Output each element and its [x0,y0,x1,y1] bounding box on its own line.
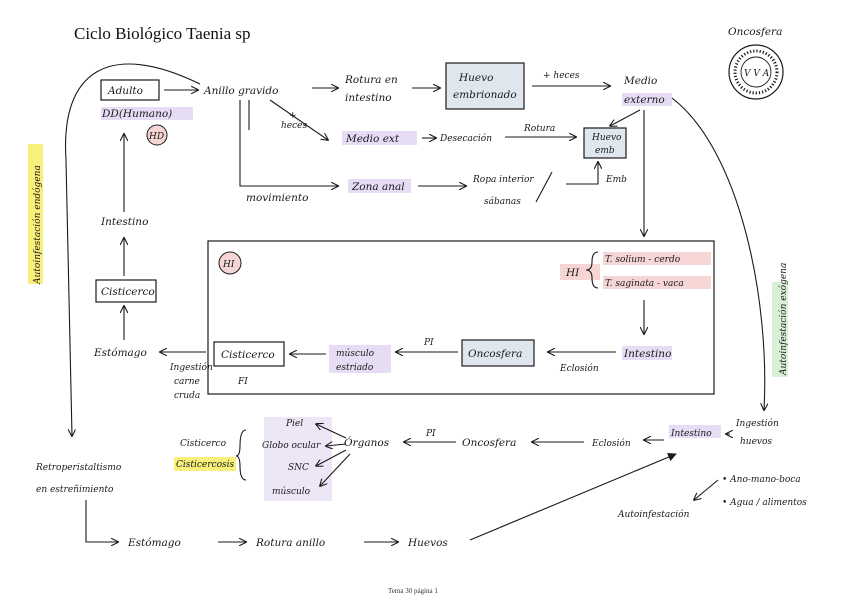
label-musculo-estriado-1: músculo [336,348,375,359]
page-title: Ciclo Biológico Taenia sp [74,24,251,43]
label-t-saginata: T. saginata - vaca [605,279,684,289]
label-adulto: Adulto [107,85,143,97]
label-zona-anal: Zona anal [351,181,405,193]
label-ingestion-carne-1: Ingestión [169,362,213,373]
label-rotura: Rotura [523,124,555,134]
label-hi-brace: HI [565,267,580,279]
highlight-medio-ext [342,131,417,145]
label-cisticerco-box: Cisticerco [101,286,155,298]
highlight-intestino-box [622,346,672,360]
hd-circle [146,124,168,146]
label-musculo: músculo [272,486,311,497]
highlight-cisticercosis [174,457,236,471]
oncosfera-drawing: V V A [728,44,784,100]
label-rotura-intestino-2: intestino [345,92,392,104]
label-piel: Piel [285,419,303,429]
label-medio-ext: Medio ext [345,133,400,145]
label-ingestion-huevos-1: Ingestión [735,418,779,429]
adulto-box [100,79,160,101]
label-snc: SNC [288,463,309,473]
label-hd: HD [148,132,164,142]
page-footer: Tema 30 página 1 [388,587,438,595]
label-retroperistaltismo-1: Retroperistaltismo [35,463,122,473]
label-mas-heces-1: + heces [543,71,580,81]
label-huevos: Huevos [407,537,448,549]
label-rotura-anillo: Rotura anillo [255,537,325,549]
label-eclosion-box: Eclosión [559,363,599,374]
label-ingestion-carne-2: carne [174,377,200,387]
label-fi: FI [237,377,248,387]
label-cisticercosis: Cisticercosis [176,460,235,470]
hi-circle [218,251,242,275]
oncosfera-box [461,339,535,367]
label-mas-heces-2b: heces [281,121,307,131]
label-ingestion-huevos-2: huevos [740,437,772,447]
label-t-solium: T. solium - cerdo [605,255,681,265]
label-retroperistaltismo-2: en estreñimiento [36,485,114,495]
label-eclosion-lower: Eclosión [591,438,631,449]
highlight-intestino-lower [669,425,721,438]
label-medio-externo-2: externo [624,94,665,106]
label-desecacion: Desecación [439,133,492,144]
label-oncosfera-lower: Oncosfera [462,437,516,449]
cisticerco-box [95,279,157,303]
label-oncosfera-top: Oncosfera [728,26,782,38]
label-huevo-emb-1: Huevo [591,133,622,143]
label-intestino-left: Intestino [100,216,148,228]
label-intestino-lower: Intestino [670,429,712,439]
label-rotura-intestino-1: Rotura en [344,74,398,86]
label-hi-circle: HI [222,260,235,270]
label-cisticerco-lower: Cisticerco [180,439,227,449]
label-autoinf-exogena: Autoinfestación exógena [778,263,789,376]
label-oncosfera-box: Oncosfera [468,348,522,360]
highlight-autoinf-endogena [28,144,43,284]
label-autoinfestacion: Autoinfestación [617,509,690,520]
label-ropa-interior-2: sábanas [484,196,521,207]
label-estomago-bottom: Estómago [127,537,181,549]
highlight-musculo-estriado [329,345,391,373]
label-movimiento: movimiento [246,192,308,204]
label-ano-mano-boca: • Ano-mano-boca [722,475,801,485]
label-ropa-interior-1: Ropa interior [472,175,534,185]
label-dh-humano: DD(Humano) [101,108,172,120]
label-musculo-estriado-2: estriado [336,363,374,373]
highlight-medio-externo [622,93,672,106]
label-organos: Órganos [344,435,390,449]
highlight-autoinf-exogena [772,282,788,377]
highlight-zona-anal [348,179,411,193]
label-mas-heces-2a: + [289,111,297,121]
huevo-embrionado-box [445,62,525,110]
label-medio-externo-1: Medio [623,75,657,87]
label-huevo-embrionado-1: Huevo [458,72,493,84]
highlight-t-solium [603,252,711,265]
oncosfera-glyphs: V V A [744,69,770,79]
label-pi-box: PI [423,338,434,348]
label-intestino-box: Intestino [623,348,671,360]
label-huevo-embrionado-2: embrionado [453,89,517,101]
label-globo-ocular: Globo ocular [262,441,321,451]
hi-box [207,240,715,395]
label-pi-lower: PI [425,429,436,439]
label-huevo-emb-2: emb [595,146,615,156]
label-estomago-left: Estómago [93,347,147,359]
highlight-t-saginata [603,276,711,289]
label-anillo-gravido: Anillo gravido [203,85,278,97]
label-autoinf-endogena: Autoinfestación endógena [32,165,43,285]
label-emb: Emb [605,175,627,185]
highlight-dh-humano [101,107,193,120]
label-ingestion-carne-3: cruda [174,391,200,401]
label-agua-alimentos: • Agua / alimentos [722,498,807,508]
label-cisticerco-box2: Cisticerco [221,349,275,361]
huevo-emb-box [583,127,627,159]
cisticerco-box-2 [213,341,285,367]
